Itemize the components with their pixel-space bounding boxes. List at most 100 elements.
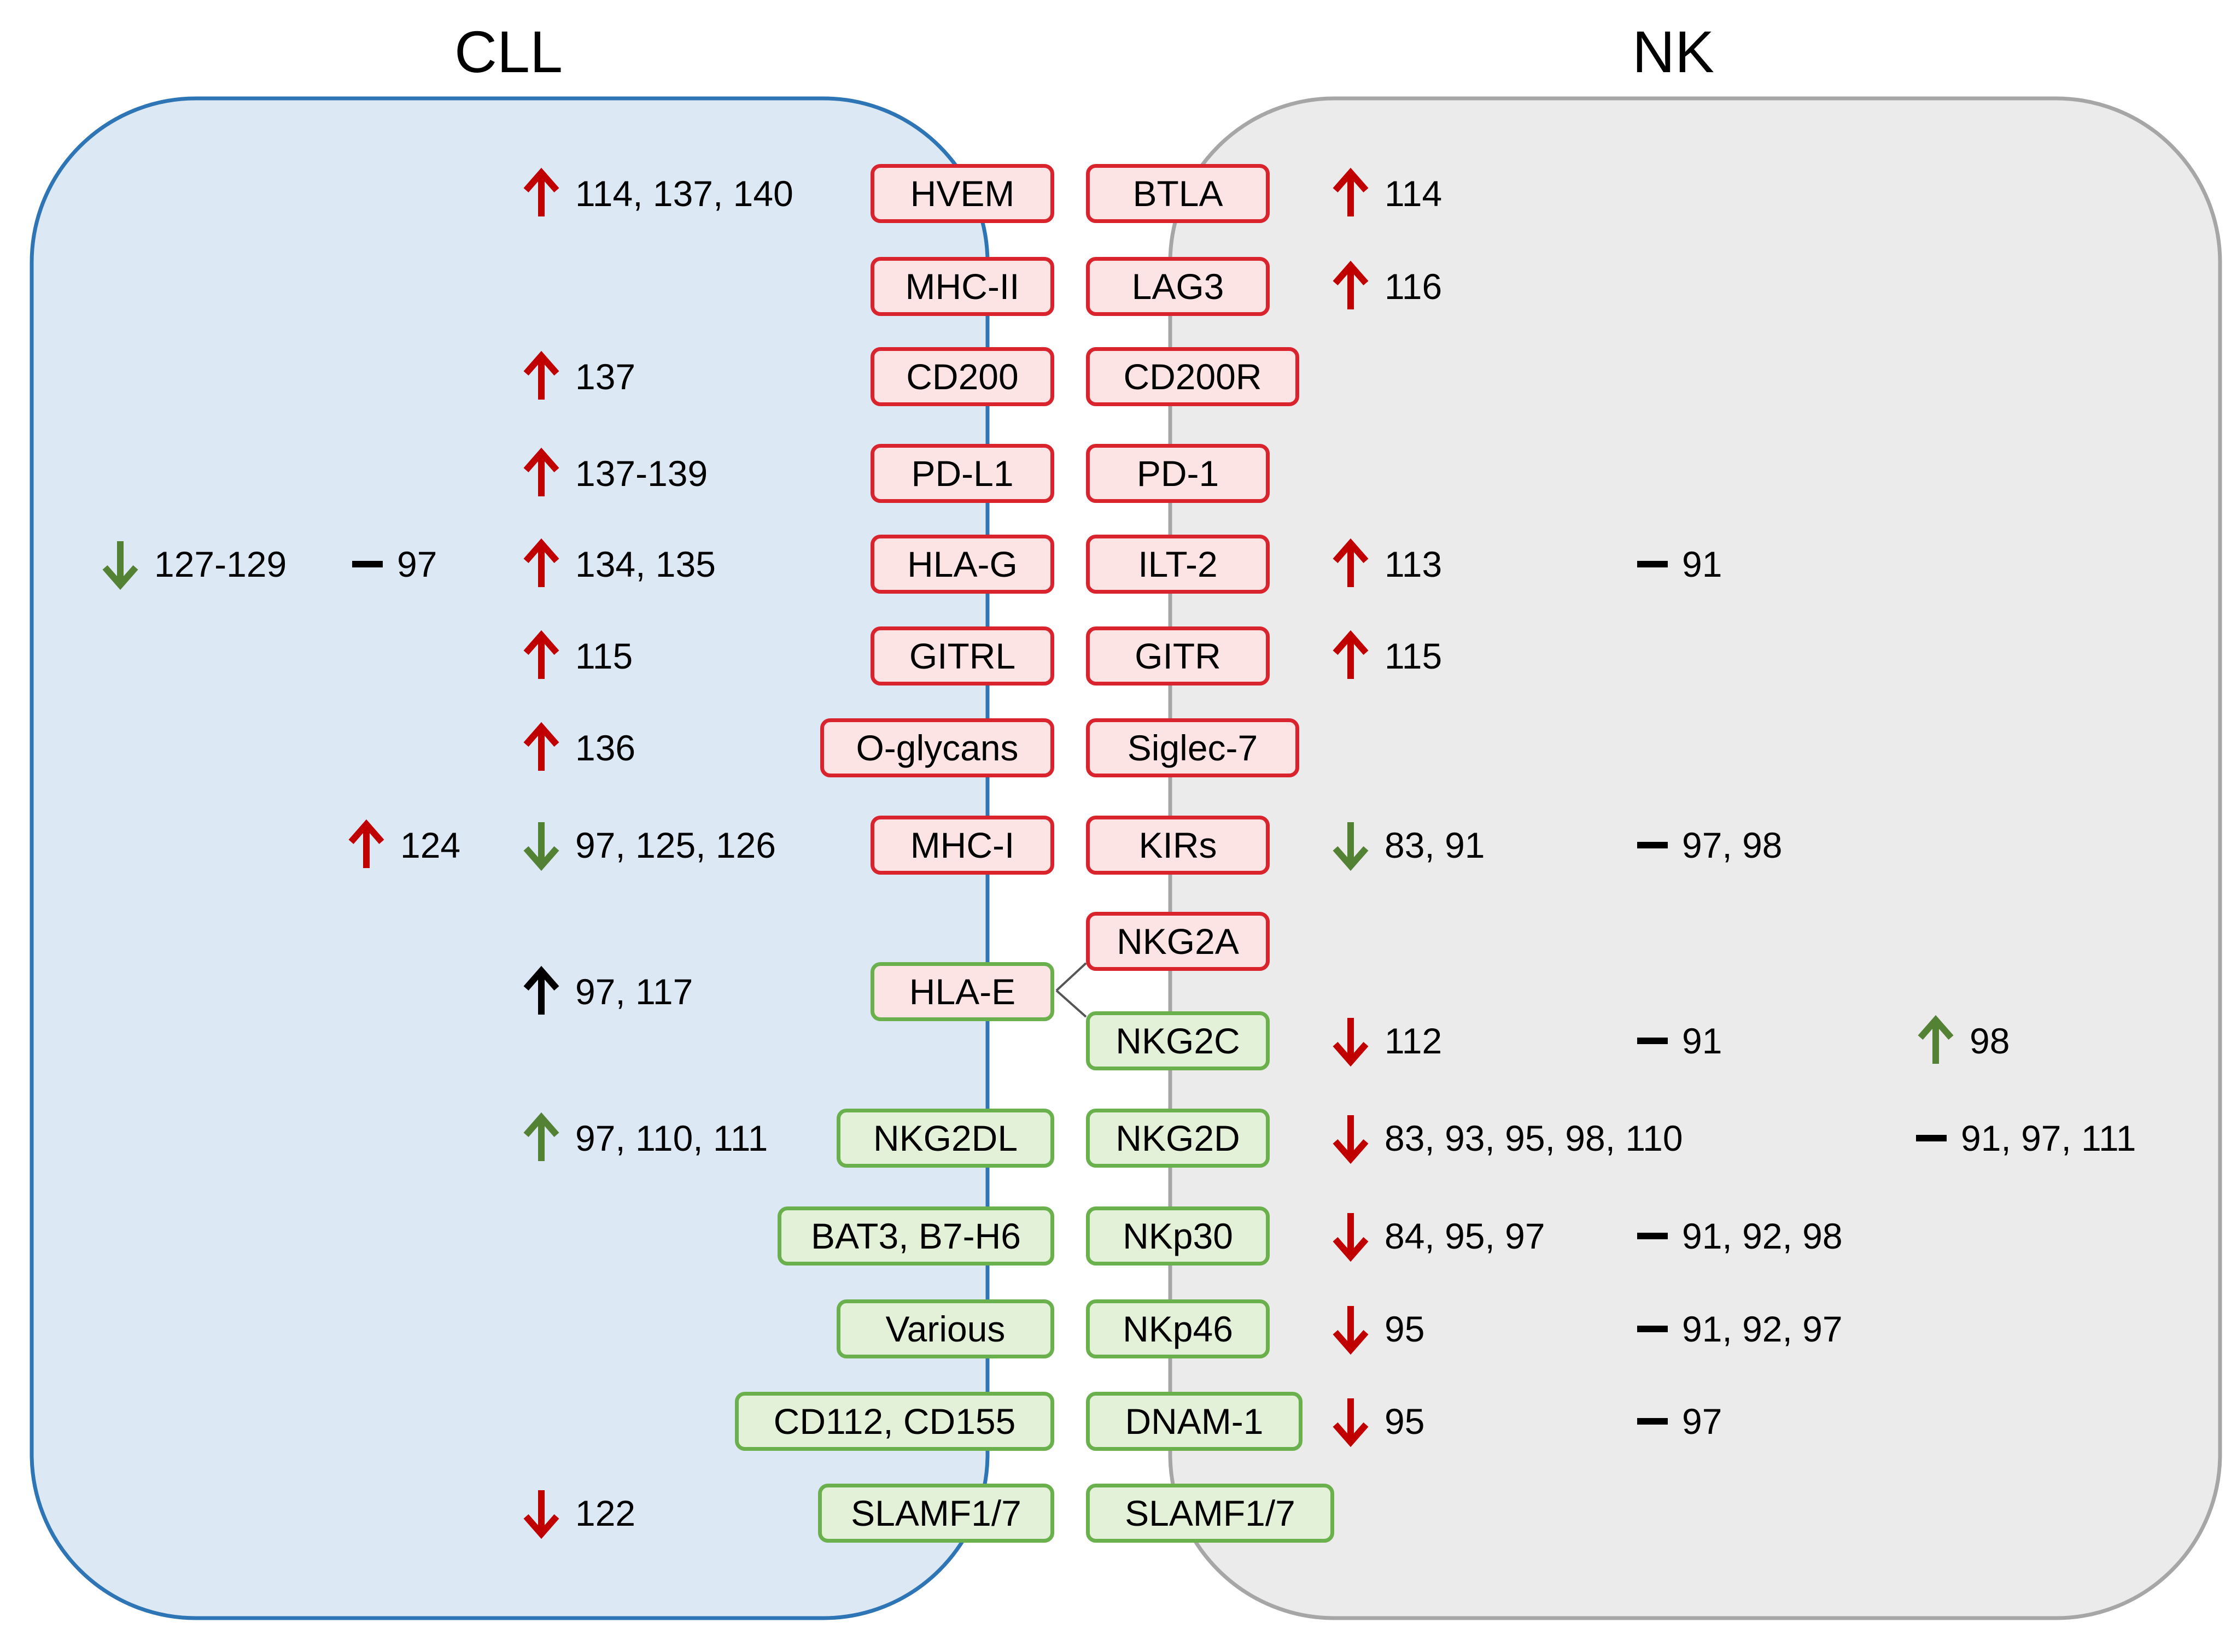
annotation-refs: 91, 92, 98 (1682, 1216, 1843, 1256)
annotation-refs: 115 (1385, 636, 1442, 676)
nk-title: NK (1632, 19, 1715, 85)
nk-expression-annotation: 98 (1914, 1011, 2010, 1070)
nk-expression-annotation: 113 (1329, 535, 1442, 594)
arrow-up-green-icon (1918, 1015, 1954, 1064)
nk-receptor-box: NKG2C (1086, 1011, 1270, 1070)
nk-receptor-box: NKG2A (1086, 912, 1270, 971)
cll-ligand-box: HLA-G (871, 535, 1054, 594)
nk-expression-annotation: 91, 92, 97 (1635, 1299, 1843, 1358)
annotation-refs: 98 (1970, 1021, 2010, 1061)
nk-receptor-box: ILT-2 (1086, 535, 1270, 594)
dash-icon (1916, 1135, 1947, 1141)
nk-expression-annotation: 116 (1329, 257, 1442, 316)
annotation-refs: 136 (575, 728, 636, 768)
nk-receptor-box: NKp46 (1086, 1299, 1270, 1358)
cll-ligand-box: GITRL (871, 626, 1054, 686)
annotation-refs: 97, 110, 111 (575, 1118, 768, 1158)
annotation-refs: 122 (575, 1493, 636, 1533)
cll-ligand-box: SLAMF1/7 (818, 1484, 1054, 1543)
arrow-up-red-icon (348, 819, 384, 868)
annotation-refs: 115 (575, 636, 633, 676)
cll-ligand-box: CD200 (871, 347, 1054, 406)
nk-expression-annotation: 91 (1635, 1011, 1722, 1070)
cll-expression-annotation: 137-139 (519, 444, 708, 503)
cll-ligand-box: HLA-E (871, 962, 1054, 1021)
annotation-refs: 91, 97, 111 (1961, 1118, 2136, 1158)
cll-expression-annotation: 127-129 (98, 535, 287, 594)
annotation-refs: 97 (1682, 1401, 1722, 1442)
nk-receptor-box: BTLA (1086, 164, 1270, 223)
nk-expression-annotation: 83, 91 (1329, 816, 1485, 875)
annotation-refs: 137-139 (575, 453, 708, 494)
cll-expression-annotation: 134, 135 (519, 535, 716, 594)
annotation-refs: 91 (1682, 544, 1722, 584)
nk-receptor-box: LAG3 (1086, 257, 1270, 316)
cll-expression-annotation: 115 (519, 626, 633, 686)
annotation-refs: 137 (575, 356, 636, 397)
arrow-up-red-icon (523, 447, 559, 496)
dash-icon (1637, 561, 1668, 567)
arrow-down-red-icon (1333, 1115, 1369, 1164)
arrow-up-red-icon (1333, 260, 1369, 309)
hla-e-connector-nkg2c (1055, 989, 1087, 1018)
nk-receptor-box: SLAMF1/7 (1086, 1484, 1334, 1543)
arrow-down-green-icon (102, 541, 138, 590)
nk-expression-annotation: 91, 92, 98 (1635, 1206, 1843, 1266)
arrow-down-red-icon (1333, 1018, 1369, 1067)
dash-icon (1637, 1038, 1668, 1044)
cll-expression-annotation: 97, 117 (519, 962, 693, 1021)
annotation-refs: 97, 98 (1682, 825, 1783, 865)
nk-expression-annotation: 97, 98 (1635, 816, 1783, 875)
nk-expression-annotation: 84, 95, 97 (1329, 1206, 1545, 1266)
hla-e-connector-nkg2a (1055, 962, 1087, 992)
annotation-refs: 127-129 (154, 544, 287, 584)
nk-expression-annotation: 91 (1635, 535, 1722, 594)
arrow-up-red-icon (523, 538, 559, 587)
arrow-up-red-icon (523, 630, 559, 679)
nk-expression-annotation: 95 (1329, 1392, 1424, 1451)
arrow-down-green-icon (523, 822, 559, 871)
cll-ligand-box: CD112, CD155 (735, 1392, 1054, 1451)
cll-expression-annotation: 97, 110, 111 (519, 1109, 768, 1168)
annotation-refs: 83, 93, 95, 98, 110 (1385, 1118, 1683, 1158)
arrow-up-green-icon (523, 1112, 559, 1161)
annotation-refs: 84, 95, 97 (1385, 1216, 1545, 1256)
nk-expression-annotation: 83, 93, 95, 98, 110 (1329, 1109, 1683, 1168)
annotation-refs: 95 (1385, 1309, 1425, 1349)
nk-receptor-box: NKG2D (1086, 1109, 1270, 1168)
arrow-up-black-icon (523, 965, 559, 1015)
dash-icon (1637, 1418, 1668, 1425)
nk-receptor-box: DNAM-1 (1086, 1392, 1303, 1451)
annotation-refs: 113 (1385, 544, 1442, 584)
nk-expression-annotation: 91, 97, 111 (1914, 1109, 2136, 1168)
cll-expression-annotation: 136 (519, 718, 635, 777)
arrow-up-red-icon (1333, 167, 1369, 216)
nk-receptor-box: KIRs (1086, 816, 1270, 875)
annotation-refs: 124 (400, 825, 461, 865)
cll-cell-region (30, 96, 990, 1620)
dash-icon (1637, 842, 1668, 848)
cll-ligand-box: MHC-II (871, 257, 1054, 316)
cll-expression-annotation: 124 (344, 816, 460, 875)
annotation-refs: 91 (1682, 1021, 1722, 1061)
cll-ligand-box: PD-L1 (871, 444, 1054, 503)
arrow-down-red-icon (1333, 1306, 1369, 1355)
arrow-down-red-icon (1333, 1398, 1369, 1448)
annotation-refs: 95 (1385, 1401, 1425, 1442)
arrow-up-red-icon (523, 722, 559, 771)
nk-expression-annotation: 114 (1329, 164, 1442, 223)
nk-expression-annotation: 95 (1329, 1299, 1424, 1358)
nk-receptor-box: PD-1 (1086, 444, 1270, 503)
cll-ligand-box: MHC-I (871, 816, 1054, 875)
cll-expression-annotation: 114, 137, 140 (519, 164, 793, 223)
arrow-down-red-icon (523, 1490, 559, 1539)
annotation-refs: 97, 125, 126 (575, 825, 776, 865)
nk-receptor-box: GITR (1086, 626, 1270, 686)
arrow-up-red-icon (523, 167, 559, 216)
dash-icon (352, 561, 383, 567)
cll-ligand-box: NKG2DL (837, 1109, 1054, 1168)
arrow-down-green-icon (1333, 822, 1369, 871)
annotation-refs: 83, 91 (1385, 825, 1485, 865)
